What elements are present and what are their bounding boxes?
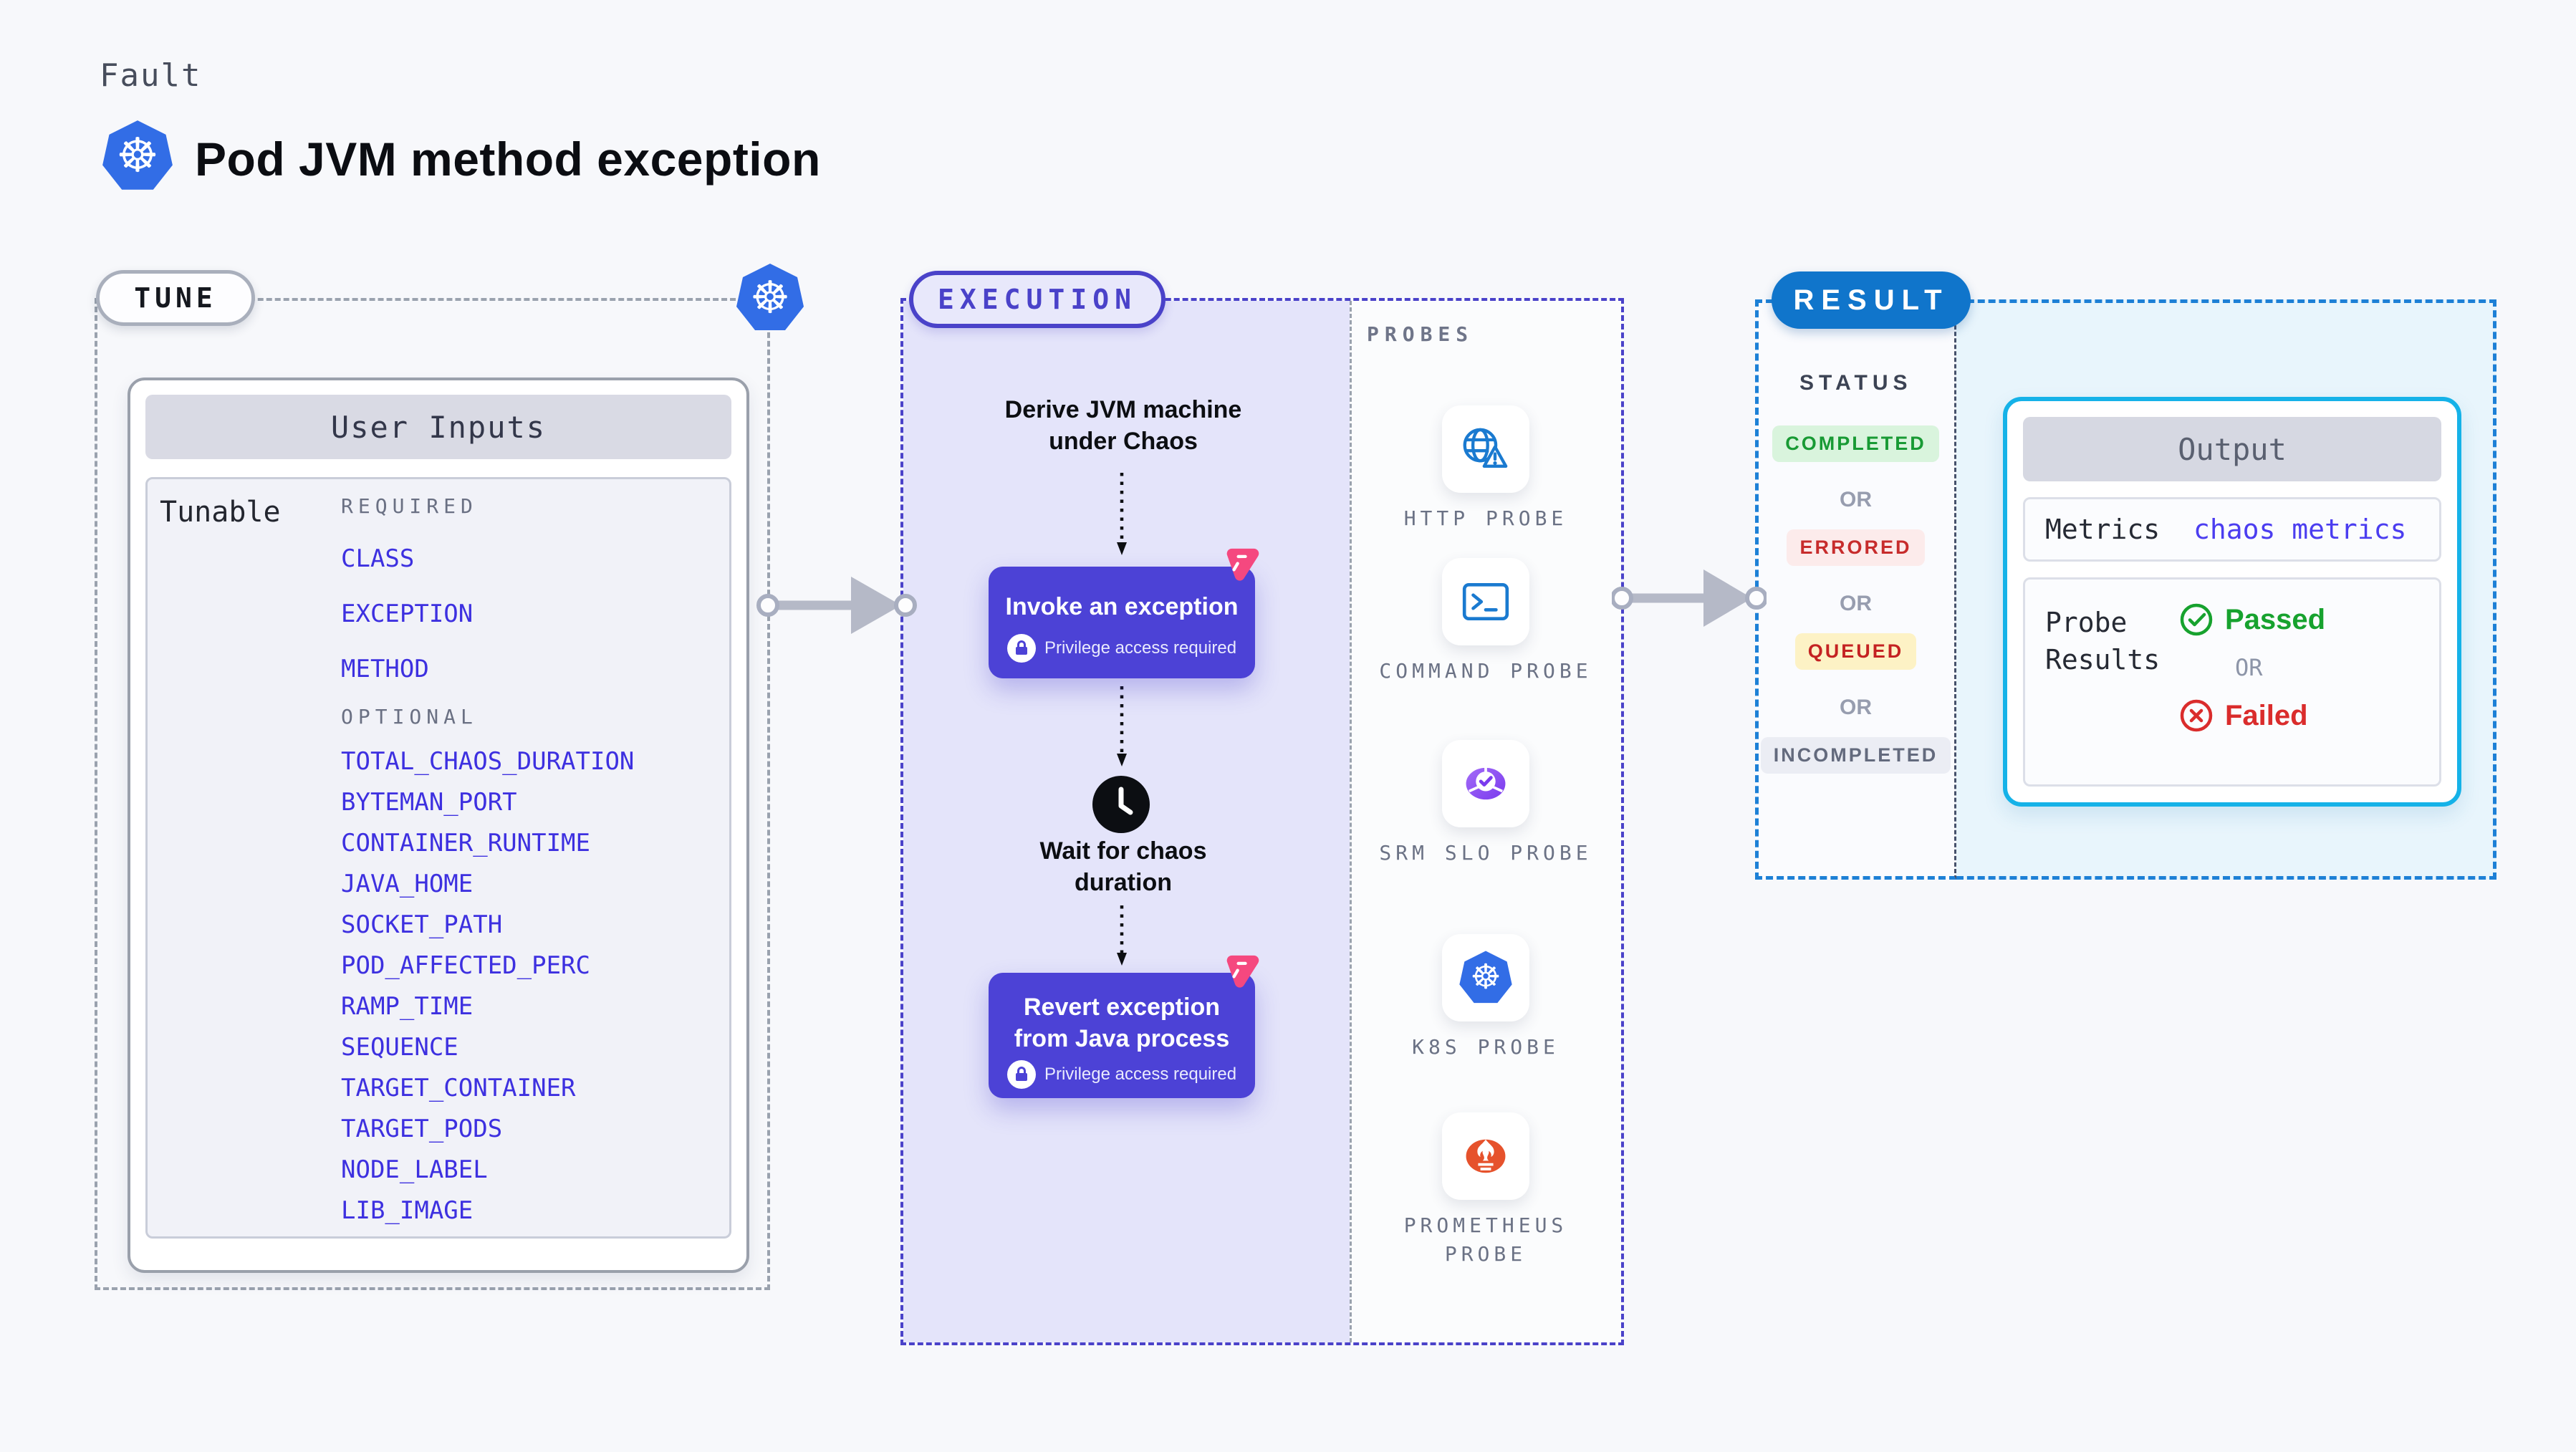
or-separator: OR xyxy=(1840,592,1872,615)
result-pill: RESULT xyxy=(1772,271,1971,329)
dotted-arrow-down xyxy=(1117,905,1127,966)
lock-icon xyxy=(1006,634,1036,663)
check-circle-icon xyxy=(2180,603,2213,636)
user-inputs-panel xyxy=(145,477,731,1239)
probe-results-row: Probe Results Passed OR Failed xyxy=(2023,577,2441,787)
metrics-label: Metrics xyxy=(2045,514,2161,545)
tune-section-box xyxy=(95,298,770,1290)
probe-card xyxy=(1442,405,1529,493)
probe-label: K8S PROBE xyxy=(1412,1035,1559,1059)
fault-eyebrow-label: Fault xyxy=(100,57,202,94)
or-separator: OR xyxy=(2235,654,2263,681)
privilege-badge-label: Privilege access required xyxy=(1044,638,1237,658)
param-item: TARGET_PODS xyxy=(341,1115,503,1143)
user-inputs-title: User Inputs xyxy=(145,395,731,459)
terminal-icon xyxy=(1462,583,1509,620)
page-title: Pod JVM method exception xyxy=(195,133,821,186)
optional-param-list: TOTAL_CHAOS_DURATION BYTEMAN_PORT CONTAINE… xyxy=(341,747,634,1225)
clock-icon xyxy=(1092,776,1150,833)
kubernetes-icon: ☸ xyxy=(1459,951,1512,1004)
probe-label: HTTP PROBE xyxy=(1403,506,1568,530)
probe-card: ☸ xyxy=(1442,934,1529,1021)
or-separator: OR xyxy=(1840,488,1872,511)
tune-to-execution-arrow xyxy=(756,577,917,634)
slo-gauge-icon xyxy=(1466,766,1506,800)
status-badge: INCOMPLETED xyxy=(1760,737,1951,774)
privilege-badge: Privilege access required xyxy=(1006,1060,1237,1089)
param-item: POD_AFFECTED_PERC xyxy=(341,951,590,980)
probe-failed-line: Failed xyxy=(2179,698,2325,733)
probe-passed-line: Passed xyxy=(2179,602,2325,637)
probe-results-label: Probe Results xyxy=(2045,607,2161,675)
lock-icon xyxy=(1006,1060,1036,1089)
tune-pill: TUNE xyxy=(96,270,255,326)
chaos-spark-icon xyxy=(1226,548,1259,581)
probe-results-values: Passed OR Failed xyxy=(2179,580,2325,784)
probe-card xyxy=(1442,740,1529,827)
or-separator: OR xyxy=(1840,696,1872,719)
dotted-arrow-down xyxy=(1117,473,1127,555)
probe-item-srm-slo: SRM SLO PROBE xyxy=(1352,740,1619,867)
param-item: TOTAL_CHAOS_DURATION xyxy=(341,747,635,776)
param-item: LIB_IMAGE xyxy=(341,1196,474,1225)
wait-step-label: Wait for chaos duration xyxy=(1039,837,1207,896)
chaos-metrics-link[interactable]: chaos metrics xyxy=(2193,514,2407,545)
execution-pill: EXECUTION xyxy=(909,271,1166,328)
execution-to-result-arrow xyxy=(1612,569,1767,627)
param-item: TARGET_CONTAINER xyxy=(341,1074,576,1102)
revert-exception-step-card: Revert exception from Java process Privi… xyxy=(989,973,1255,1098)
step-title: Revert exception from Java process xyxy=(1014,994,1230,1052)
probe-label: PROMETHEUS PROBE xyxy=(1403,1213,1568,1266)
probe-label: COMMAND PROBE xyxy=(1379,659,1592,683)
probe-item-prometheus: PROMETHEUS PROBE xyxy=(1352,1112,1619,1269)
param-item: RAMP_TIME xyxy=(341,992,474,1021)
probe-card xyxy=(1442,558,1529,645)
invoke-exception-step-card: Invoke an exception Privilege access req… xyxy=(989,567,1255,678)
status-badge-column: COMPLETED OR ERRORED OR QUEUED OR INCOMP… xyxy=(1755,425,1956,774)
param-item: METHOD xyxy=(341,655,429,683)
optional-group-label: OPTIONAL xyxy=(341,705,478,729)
param-item: NODE_LABEL xyxy=(341,1155,488,1184)
required-param-list: CLASS EXCEPTION METHOD xyxy=(341,544,473,683)
probe-item-http: HTTP PROBE xyxy=(1352,405,1619,533)
param-item: EXCEPTION xyxy=(341,600,474,628)
x-circle-icon xyxy=(2180,699,2213,732)
metrics-row: Metrics chaos metrics xyxy=(2023,497,2441,562)
status-badge: ERRORED xyxy=(1787,529,1925,566)
status-badge: COMPLETED xyxy=(1772,425,1939,462)
parameters-column: REQUIRED CLASS EXCEPTION METHOD OPTIONAL T… xyxy=(341,494,634,1225)
globe-alert-icon xyxy=(1463,428,1508,468)
kubernetes-icon: ☸ xyxy=(736,264,804,330)
derive-step-label: Derive JVM machine under Chaos xyxy=(1004,396,1242,455)
dotted-arrow-down xyxy=(1117,686,1127,766)
step-title: Invoke an exception xyxy=(1005,593,1239,620)
output-card-title: Output xyxy=(2023,417,2441,481)
tunable-row-label: Tunable xyxy=(160,496,281,529)
param-item: JAVA_HOME xyxy=(341,870,474,898)
kubernetes-icon: ☸ xyxy=(102,120,173,190)
param-item: SOCKET_PATH xyxy=(341,910,503,939)
param-item: BYTEMAN_PORT xyxy=(341,788,517,817)
required-group-label: REQUIRED xyxy=(341,494,478,518)
privilege-badge-label: Privilege access required xyxy=(1044,1064,1237,1084)
probe-label: SRM SLO PROBE xyxy=(1379,841,1592,865)
param-item: SEQUENCE xyxy=(341,1033,458,1062)
output-card: Output Metrics chaos metrics Probe Resul… xyxy=(2003,397,2461,807)
param-item: CLASS xyxy=(341,544,415,573)
status-badge: QUEUED xyxy=(1794,633,1917,670)
probe-item-k8s: ☸ K8S PROBE xyxy=(1352,934,1619,1062)
param-item: CONTAINER_RUNTIME xyxy=(341,829,590,857)
privilege-badge: Privilege access required xyxy=(1006,634,1237,663)
probes-column-label: PROBES xyxy=(1367,322,1474,346)
probe-item-command: COMMAND PROBE xyxy=(1352,558,1619,686)
probes-divider xyxy=(1350,301,1352,1342)
chaos-spark-icon xyxy=(1226,955,1259,988)
probe-card xyxy=(1442,1112,1529,1200)
prometheus-icon xyxy=(1466,1139,1506,1173)
status-column-label: STATUS xyxy=(1799,371,1913,395)
